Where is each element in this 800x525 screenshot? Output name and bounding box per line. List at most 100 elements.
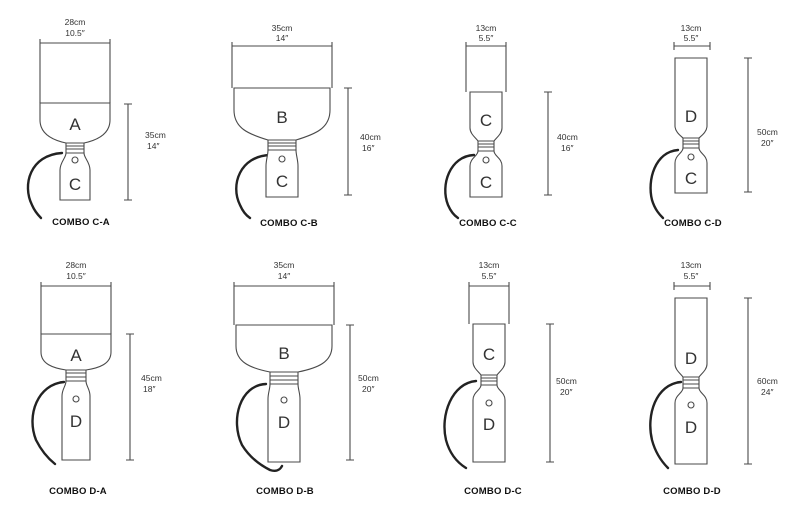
width-cm-label: 13cm — [681, 260, 702, 270]
height-cm-label: 60cm — [757, 376, 778, 386]
width-in-label: 10.5″ — [66, 271, 86, 281]
height-in-label: 24″ — [761, 387, 773, 397]
height-in-label: 14″ — [147, 141, 159, 151]
top-part-label: A — [70, 346, 82, 365]
width-in-label: 10.5″ — [65, 28, 85, 38]
width-cm-label: 35cm — [274, 260, 295, 270]
width-cm-label: 13cm — [681, 23, 702, 33]
switch-hole-icon — [72, 395, 80, 403]
shade-frame — [40, 290, 112, 334]
combo-caption: COMBO D-D — [663, 486, 721, 497]
lamp-neck — [267, 139, 297, 151]
lamp-neck — [269, 371, 299, 385]
top-part-label: D — [685, 349, 697, 368]
bottom-part-label: D — [70, 412, 82, 431]
height-cm-label: 45cm — [141, 373, 162, 383]
shade-frame — [39, 47, 111, 103]
height-dimension-bracket — [344, 87, 352, 196]
power-cord — [649, 380, 683, 470]
lamp-base-body — [472, 384, 506, 463]
top-part-label: B — [278, 344, 289, 363]
combo-caption: COMBO D-B — [256, 486, 314, 497]
bottom-part-label: C — [685, 169, 697, 188]
lamp-top-body — [674, 57, 708, 139]
width-in-label: 5.5″ — [684, 33, 699, 43]
height-in-label: 16″ — [561, 143, 573, 153]
height-dimension-bracket — [126, 333, 134, 461]
shade-frame — [231, 50, 333, 88]
lamp-neck — [65, 142, 85, 154]
combo-caption: COMBO C-C — [459, 218, 517, 229]
width-cm-label: 13cm — [476, 23, 497, 33]
combo-c-d: 13cm 5.5″ D C 50cm 20″ COMBO C-D — [649, 23, 778, 229]
switch-hole-icon — [687, 401, 695, 409]
height-cm-label: 50cm — [358, 373, 379, 383]
switch-hole-icon — [687, 153, 695, 161]
combo-caption: COMBO C-B — [260, 218, 318, 229]
bottom-part-label: D — [278, 413, 290, 432]
combo-caption: COMBO D-A — [49, 486, 107, 497]
height-cm-label: 50cm — [556, 376, 577, 386]
combo-c-a: 28cm 10.5″ A C 35cm 14″ COMBO C-A — [26, 17, 166, 228]
width-dimension-bracket — [40, 282, 112, 290]
width-dimension-bracket — [673, 282, 711, 290]
power-cord — [235, 153, 272, 220]
power-cord — [444, 153, 476, 220]
top-part-label: D — [685, 107, 697, 126]
bottom-part-label: C — [276, 172, 288, 191]
bottom-part-label: C — [480, 173, 492, 192]
combo-c-c: 13cm 5.5″ C C 40cm 16″ COMBO C-C — [444, 23, 578, 229]
lamp-neck — [65, 369, 87, 382]
power-cord — [649, 148, 680, 220]
combo-d-b: 35cm 14″ B D 50cm 20″ COMBO D-B — [233, 260, 379, 497]
width-in-label: 14″ — [276, 33, 288, 43]
width-in-label: 5.5″ — [482, 271, 497, 281]
lamp-base-body — [61, 380, 91, 461]
power-cord — [31, 380, 66, 466]
width-dimension-bracket — [468, 282, 510, 290]
switch-hole-icon — [485, 399, 493, 407]
height-dimension-bracket — [744, 57, 752, 193]
combo-d-c: 13cm 5.5″ C D 50cm 20″ COMBO D-C — [443, 260, 577, 497]
lamp-neck — [682, 137, 700, 149]
height-in-label: 16″ — [362, 143, 374, 153]
width-cm-label: 28cm — [65, 17, 86, 27]
height-dimension-bracket — [124, 103, 132, 201]
lamp-base-body — [674, 387, 708, 465]
height-cm-label: 40cm — [557, 132, 578, 142]
power-cord — [443, 379, 478, 470]
height-cm-label: 35cm — [145, 130, 166, 140]
bottom-part-label: D — [685, 418, 697, 437]
height-in-label: 18″ — [143, 384, 155, 394]
shade-frame — [468, 290, 510, 324]
height-in-label: 20″ — [362, 384, 374, 394]
switch-hole-icon — [278, 155, 286, 163]
switch-hole-icon — [71, 156, 79, 164]
lamp-base-body — [469, 150, 503, 198]
height-dimension-bracket — [744, 297, 752, 465]
width-in-label: 5.5″ — [684, 271, 699, 281]
lamp-base-body — [59, 152, 91, 201]
combo-caption: COMBO C-D — [664, 218, 722, 229]
lamp-neck — [480, 374, 498, 386]
width-in-label: 14″ — [278, 271, 290, 281]
lamp-base-body — [674, 147, 708, 194]
lamp-neck — [682, 376, 700, 389]
height-in-label: 20″ — [560, 387, 572, 397]
bottom-part-label: C — [69, 175, 81, 194]
height-cm-label: 40cm — [360, 132, 381, 142]
height-dimension-bracket — [546, 323, 554, 463]
combo-d-a: 28cm 10.5″ A D 45cm 18″ COMBO D-A — [31, 260, 162, 497]
lamp-base-body — [265, 149, 299, 198]
top-part-label: C — [480, 111, 492, 130]
width-dimension-bracket — [39, 39, 111, 47]
combo-caption: COMBO D-C — [464, 486, 522, 497]
width-in-label: 5.5″ — [479, 33, 494, 43]
combo-d-d: 13cm 5.5″ D D 60cm 24″ COMBO D-D — [649, 260, 778, 497]
power-cord — [235, 382, 284, 472]
height-dimension-bracket — [346, 324, 354, 461]
switch-hole-icon — [482, 156, 490, 164]
width-dimension-bracket — [233, 282, 335, 290]
